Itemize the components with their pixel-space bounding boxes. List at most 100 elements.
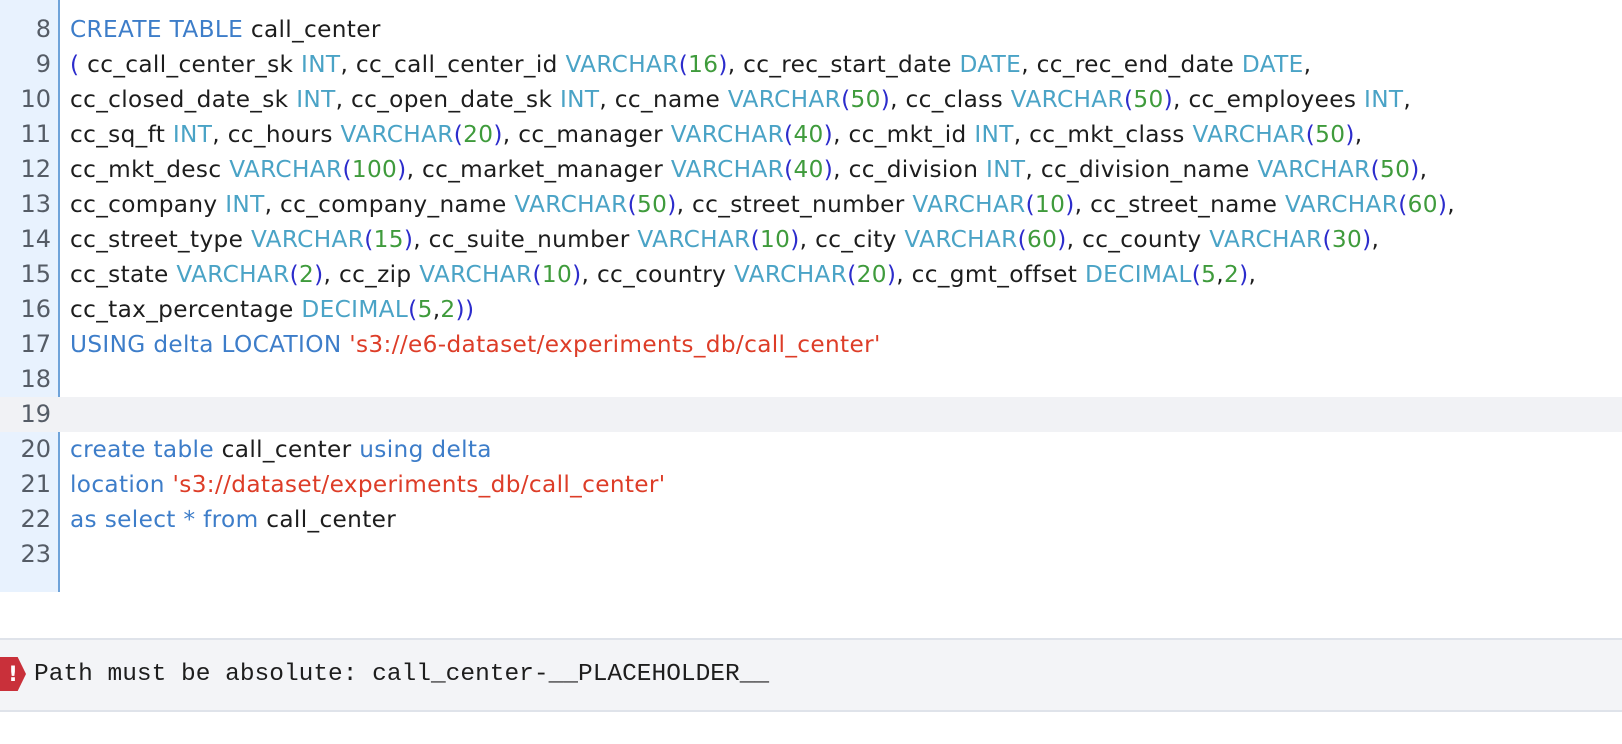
token-paren: ) (1163, 86, 1174, 113)
code-text: cc_company INT, cc_company_name VARCHAR(… (70, 187, 1455, 222)
token-keyword: create (70, 436, 146, 463)
token-paren: ( (408, 296, 418, 323)
code-line[interactable]: 13 cc_company INT, cc_company_name VARCHA… (0, 187, 1622, 222)
token-ident: cc_sq_ft (70, 121, 173, 148)
token-number: 10 (541, 261, 573, 288)
token-type: INT (1364, 86, 1404, 113)
token-punct: , (432, 296, 441, 323)
token-ident: cc_street_type (70, 226, 251, 253)
token-number: 2 (299, 261, 315, 288)
token-punct: , (1354, 121, 1363, 148)
token-number: 60 (1027, 226, 1058, 253)
token-paren: ) (1239, 261, 1249, 288)
token-number: 20 (856, 261, 887, 288)
token-paren: ( (750, 226, 761, 253)
token-type: VARCHAR (1209, 226, 1323, 253)
token-type: VARCHAR (912, 191, 1026, 218)
token-punct: , (1248, 261, 1257, 288)
line-number: 10 (20, 85, 51, 113)
line-number: 13 (20, 190, 51, 218)
token-paren: ) (1345, 121, 1355, 148)
line-number: 20 (20, 435, 51, 463)
token-number: 10 (760, 226, 791, 253)
token-type: DECIMAL (1084, 261, 1192, 288)
token-paren: ( (342, 156, 352, 183)
token-paren: ( (453, 121, 464, 148)
line-number: 22 (20, 505, 51, 533)
token-type: VARCHAR (340, 121, 454, 148)
token-number: 50 (1133, 86, 1164, 113)
code-line[interactable]: 17 USING delta LOCATION 's3://e6-dataset/… (0, 327, 1622, 362)
token-number: 50 (1315, 121, 1346, 148)
token-punct (195, 506, 203, 533)
token-paren: ( (289, 261, 300, 288)
code-line[interactable]: 19 (0, 397, 1622, 432)
code-text: cc_street_type VARCHAR(15), cc_suite_num… (70, 222, 1379, 257)
code-line[interactable]: 9( cc_call_center_sk INT, cc_call_center… (0, 47, 1622, 82)
token-ident: , cc_street_number (676, 191, 913, 218)
token-ident: cc_tax_percentage (70, 296, 302, 323)
token-paren: ) (397, 156, 407, 183)
token-type: VARCHAR (250, 226, 365, 253)
token-paren: ) (718, 51, 728, 78)
token-type: INT (301, 51, 341, 78)
token-ident: , cc_company_name (264, 191, 515, 218)
token-type: VARCHAR (419, 261, 533, 288)
line-number: 15 (20, 260, 51, 288)
token-ident: cc_call_center_sk (79, 51, 302, 78)
token-paren: ( (70, 51, 80, 78)
line-number: 17 (20, 330, 51, 358)
token-paren: ) (1362, 226, 1372, 253)
code-line[interactable]: 23 (0, 537, 1622, 572)
line-number: 23 (20, 540, 51, 568)
token-type: DATE (959, 51, 1022, 78)
token-paren: ( (1017, 226, 1028, 253)
token-ident: , cc_hours (212, 121, 341, 148)
token-punct (165, 471, 173, 498)
code-line[interactable]: 18 (0, 362, 1622, 397)
token-paren: ) (790, 226, 800, 253)
token-ident: , cc_mkt_id (833, 121, 975, 148)
token-ident: , cc_county (1066, 226, 1210, 253)
line-number: 21 (20, 470, 51, 498)
token-ident: , cc_name (599, 86, 728, 113)
token-paren: ( (1370, 156, 1380, 183)
token-punct: , (1303, 51, 1312, 78)
token-paren: ) (1065, 191, 1075, 218)
code-text: USING delta LOCATION 's3://e6-dataset/ex… (70, 327, 881, 362)
token-ident: , cc_open_date_sk (335, 86, 560, 113)
token-ident: cc_mkt_desc (70, 156, 230, 183)
token-type: VARCHAR (727, 86, 842, 113)
token-ident: , cc_call_center_id (340, 51, 566, 78)
token-string: 's3://dataset/experiments_db/call_center… (172, 471, 666, 498)
token-number: 5 (417, 296, 433, 323)
token-paren: ( (678, 51, 689, 78)
token-type: VARCHAR (514, 191, 628, 218)
token-paren: ) (823, 156, 834, 183)
token-number: 5 (1201, 261, 1217, 288)
token-paren: ) (823, 121, 834, 148)
token-ident: , cc_suite_number (413, 226, 638, 253)
token-paren: ) (667, 191, 677, 218)
token-number: 40 (793, 121, 824, 148)
token-paren: ) (1057, 226, 1067, 253)
token-punct (162, 16, 170, 43)
token-type: VARCHAR (670, 156, 785, 183)
token-ident: cc_state (70, 261, 177, 288)
token-ident: , cc_rec_end_date (1021, 51, 1242, 78)
token-paren: ( (1191, 261, 1202, 288)
token-ident: call_center (213, 436, 360, 463)
token-number: 50 (636, 191, 668, 218)
token-punct (214, 331, 222, 358)
